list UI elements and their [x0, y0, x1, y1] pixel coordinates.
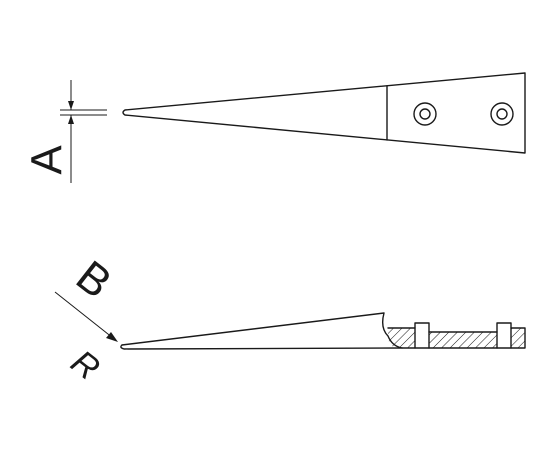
dimension-a: A [23, 80, 107, 183]
dimension-b-arrow [106, 332, 118, 342]
dimension-b-label: B [67, 251, 120, 308]
side-view-outline [121, 312, 526, 349]
dimension-r-label: R [64, 343, 107, 388]
side-view-hatched-section-2 [429, 332, 497, 348]
top-view [122, 72, 526, 154]
dimension-a-arrow-bottom [68, 115, 74, 124]
dimension-a-arrow-top [68, 101, 74, 110]
side-view [120, 312, 526, 350]
side-view-hatched-section [388, 328, 415, 348]
side-view-bottom-edge [120, 344, 403, 350]
dimension-b-r: B R [54, 251, 120, 388]
screw-hole-1 [413, 102, 437, 126]
dimension-a-label: A [23, 145, 72, 175]
top-view-blade-outline [122, 72, 526, 154]
side-view-hatched-section-3 [511, 328, 525, 348]
screw-hole-2 [490, 102, 514, 126]
